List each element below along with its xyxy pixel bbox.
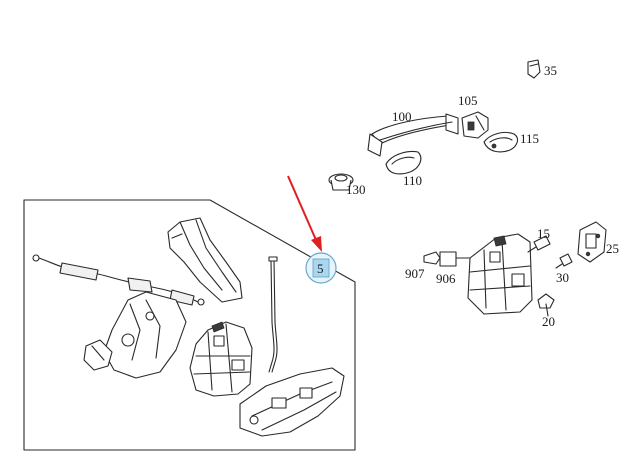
- part-15-screw[interactable]: [527, 235, 551, 253]
- door-lock-assembly[interactable]: [467, 233, 533, 315]
- lock-actuator[interactable]: [189, 321, 253, 397]
- interior-bracket[interactable]: [167, 217, 243, 303]
- part-30-screw[interactable]: [555, 253, 573, 269]
- control-rod[interactable]: [268, 256, 278, 373]
- bowden-cable[interactable]: [32, 254, 205, 306]
- label-35: 35: [544, 63, 557, 78]
- part-20-bolt[interactable]: [537, 293, 555, 317]
- label-907: 907: [405, 266, 425, 281]
- part-35-plug[interactable]: [527, 59, 541, 79]
- label-110: 110: [403, 173, 422, 188]
- label-15: 15: [537, 226, 550, 241]
- label-20: 20: [542, 314, 555, 329]
- part-110-gasket[interactable]: [385, 150, 422, 175]
- label-105: 105: [458, 93, 478, 108]
- part-115-handle-cover[interactable]: [483, 131, 519, 153]
- part-25-striker[interactable]: [577, 221, 607, 263]
- label-30: 30: [556, 270, 569, 285]
- subassembly-frame: [23, 199, 356, 451]
- label-25: 25: [606, 241, 619, 256]
- label-100: 100: [392, 109, 412, 124]
- part-105-lock-cap[interactable]: [461, 111, 489, 139]
- label-130: 130: [346, 182, 366, 197]
- label-906: 906: [436, 271, 456, 286]
- part-130-grommet[interactable]: [328, 173, 354, 191]
- callout-label: 5: [317, 261, 324, 276]
- part-100-door-handle[interactable]: [367, 113, 459, 157]
- part-906-connector[interactable]: [439, 251, 471, 267]
- label-115: 115: [520, 131, 539, 146]
- part-907-plug[interactable]: [423, 251, 441, 265]
- handle-carrier[interactable]: [239, 367, 345, 437]
- callout-5[interactable]: 5: [305, 252, 337, 284]
- lever-mechanism[interactable]: [83, 291, 187, 379]
- red-pointer-arrow: [287, 175, 322, 252]
